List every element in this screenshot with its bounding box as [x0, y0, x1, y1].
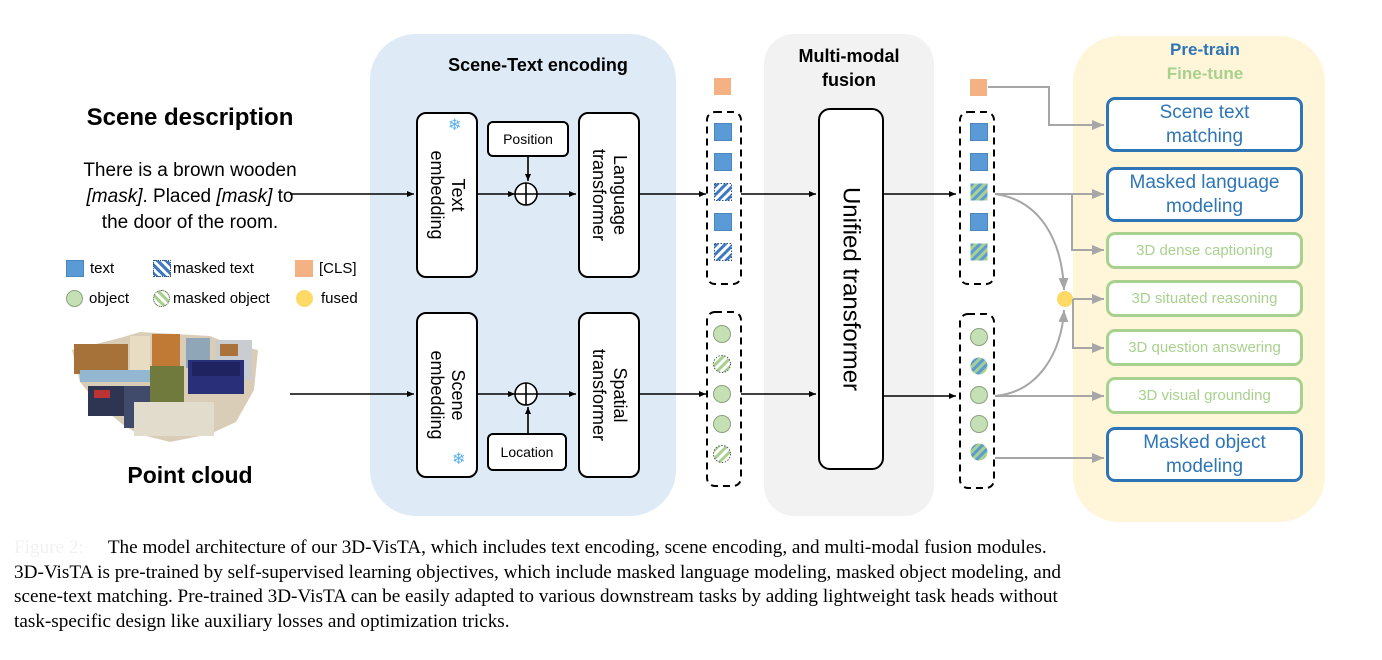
scene-description-title: Scene description	[86, 104, 294, 131]
mask-token-2: [mask]	[216, 186, 273, 207]
legend-label: fused	[321, 290, 358, 307]
scene-description-text: There is a brown wooden [mask]. Placed […	[40, 158, 340, 236]
masked-object-token-icon	[153, 290, 170, 307]
legend-label: text	[90, 260, 115, 277]
scene-text-line-3: the door of the room.	[101, 212, 279, 233]
scene-embedding-block: Scene embedding ❄	[416, 312, 478, 478]
caption-line: The model architecture of our 3D-VisTA, …	[107, 537, 1047, 558]
legend-item-fused: fused	[296, 290, 358, 307]
head-scene-text-matching: Scene text matching	[1106, 97, 1303, 152]
object-token	[970, 328, 988, 346]
masked_text-token	[714, 243, 732, 261]
legend-item-cls: [CLS]	[295, 260, 357, 277]
legend-label: masked text	[173, 260, 254, 277]
token-sequence-group	[706, 311, 742, 487]
cls-token	[714, 78, 731, 95]
fused-token-circle-icon	[296, 290, 313, 307]
text-token-square-icon	[66, 260, 84, 277]
object-token	[713, 325, 731, 343]
masked_fused-token	[970, 357, 988, 375]
legend: text masked text [CLS] object masked obj…	[0, 0, 380, 320]
token-sequence-group	[959, 313, 995, 489]
pretrain-title: Pre-train	[1170, 40, 1240, 59]
masked-text-token-icon	[153, 260, 171, 277]
masked_fused-token	[970, 183, 988, 201]
head-3d-dense-captioning: 3D dense captioning	[1106, 232, 1303, 269]
mask-token-1: [mask]	[86, 186, 143, 207]
multimodal-fusion-title: Multi-modal fusion	[798, 46, 900, 90]
legend-item-object: object	[66, 290, 129, 307]
legend-item-masked-text: masked text	[153, 260, 254, 277]
scene-text-line-1: There is a brown wooden	[83, 160, 297, 181]
legend-label: masked object	[173, 290, 270, 307]
caption-line: 3D-VisTA is pre-trained by self-supervis…	[14, 561, 1062, 583]
text-embedding-block: Text embedding ❄	[416, 112, 478, 278]
unified-transformer-block: Unified transformer	[818, 108, 884, 470]
object-token	[713, 385, 731, 403]
legend-item-text: text	[66, 260, 114, 277]
language-transformer-block: Language transformer	[578, 112, 640, 278]
head-3d-visual-grounding: 3D visual grounding	[1106, 377, 1303, 414]
text-token	[714, 153, 732, 171]
text-to-fused-arrow	[994, 193, 1069, 291]
token-sequence-group	[959, 111, 995, 285]
head-3d-situated-reasoning: 3D situated reasoning	[1106, 280, 1303, 317]
figure-caption: Figure 2: The model architecture of our …	[14, 536, 1366, 634]
figure-label: Figure 2:	[14, 537, 84, 558]
architecture-diagram: Scene description There is a brown woode…	[0, 0, 1325, 522]
cls-token	[970, 79, 987, 96]
caption-line: scene-text matching. Pre-trained 3D-VisT…	[14, 586, 1058, 607]
token-sequence-group	[706, 111, 742, 285]
position-block: Position	[487, 121, 569, 157]
text-token	[970, 123, 988, 141]
scene-text-encoding-title: Scene-Text encoding	[448, 55, 628, 75]
text-token	[714, 123, 732, 141]
head-masked-object-modeling: Masked object modeling	[1106, 427, 1303, 482]
scene-text-segment: to	[272, 186, 294, 207]
fused-to-question-answering-arrow	[1072, 299, 1104, 353]
text-token	[970, 213, 988, 231]
cls-token-square-icon	[295, 260, 313, 277]
masked_fused-token	[970, 443, 988, 461]
head-3d-question-answering: 3D question answering	[1106, 329, 1303, 366]
text-token	[970, 153, 988, 171]
object-token-circle-icon	[66, 290, 83, 307]
connector-layer	[290, 78, 1104, 489]
object-token	[713, 415, 731, 433]
object-to-fused-arrow	[994, 309, 1069, 397]
location-block: Location	[487, 433, 567, 471]
scene-text-segment: . Placed	[142, 186, 217, 207]
masked_fused-token	[970, 243, 988, 261]
cls-to-scene-text-matching-arrow	[988, 86, 1104, 130]
masked_text-token	[714, 183, 732, 201]
legend-label: object	[89, 290, 130, 307]
masked_object-token	[713, 445, 731, 463]
text-token	[714, 213, 732, 231]
spatial-transformer-block: Spatial transformer	[578, 312, 640, 478]
head-masked-language-modeling: Masked language modeling	[1106, 167, 1303, 222]
snowflake-icon: ❄	[448, 117, 462, 134]
finetune-title: Fine-tune	[1166, 64, 1244, 83]
snowflake-icon: ❄	[452, 451, 466, 468]
object-token	[970, 386, 988, 404]
legend-label: [CLS]	[319, 260, 357, 277]
object-token	[970, 415, 988, 433]
point-cloud-title: Point cloud	[127, 462, 253, 488]
text-to-dense-captioning-arrow	[1071, 194, 1104, 255]
legend-item-masked-object: masked object	[153, 290, 270, 307]
caption-line: task-specific design like auxiliary loss…	[14, 610, 510, 632]
fused-token	[1057, 291, 1073, 307]
3d-room-scan-image	[72, 332, 258, 442]
masked_object-token	[713, 355, 731, 373]
